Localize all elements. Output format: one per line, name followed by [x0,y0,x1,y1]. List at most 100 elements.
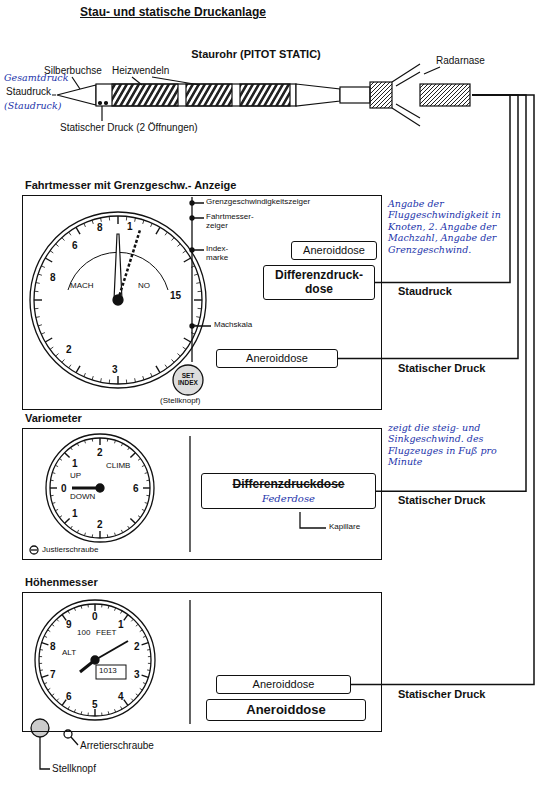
dial-number: 1 [118,619,124,631]
variometer-gauge-part [300,512,326,528]
dial-tick [52,502,55,504]
dial-tick [94,709,95,716]
pitot-probe-part [240,84,290,106]
pitot-probe-part [105,102,108,105]
dial-tick [140,688,143,690]
dial-tick [99,531,100,538]
pitot-probe-node: Staurohr (PITOT STATIC) [40,48,472,130]
dial-tick [65,518,70,523]
variometer-gauge-part [30,546,38,554]
part-label: Silberbuchse [44,65,102,77]
dial-text: 100 [77,628,90,637]
dial-tick [177,244,180,247]
dial-number: 6 [72,240,78,252]
dial-tick [45,338,52,342]
dial-tick [121,530,122,533]
dial-tick [194,299,202,300]
pitot-probe-part [370,82,392,108]
airspeed-gauge-part [190,201,194,205]
dial-tick [55,509,58,510]
pitot-probe-part [392,64,420,126]
dial-tick [87,713,88,716]
box-label: Differenzdruckdose [208,477,369,491]
airspeed-gauge-part [118,230,140,300]
dial-tick [146,480,149,481]
dial-tick [143,636,146,637]
dial-number: 7 [50,669,56,681]
dial-tick [142,675,149,677]
handwritten-note: zeigt die steig- und Sinkgeschwind. des … [388,422,504,468]
instrument-panel: Fahrtmesser mit Grenzgeschw.- AnzeigeAne… [22,195,382,410]
dial-tick [52,624,54,626]
airspeed-gauge-part [173,365,203,395]
dial-tick [39,663,42,664]
dial-tick [68,611,69,614]
dial-tick [71,526,73,528]
part-label: Arretierschraube [80,740,154,752]
part-label: Kapillare [329,522,360,531]
dial-tick [101,604,102,607]
pitot-probe-part [99,102,102,105]
dial-number: 0 [61,483,67,495]
dial-tick [34,308,38,309]
dial-tick [48,630,51,632]
dial-number: 2 [66,344,72,356]
box-label: Aneroiddose [212,702,360,718]
page-title: Stau- und statische Druckanlage [80,6,266,20]
capsule-box: DifferenzdruckdoseFederdose [201,473,376,509]
dial-tick [126,216,127,220]
line-label: Statischer Druck [396,688,487,700]
dial-tick [140,630,143,632]
pressure-line [375,95,510,282]
altimeter-gauge-part [39,604,151,716]
dial-tick [71,448,73,450]
dial-tick [121,443,122,446]
dial-tick [130,518,135,523]
dial-tick [68,706,69,709]
dial-tick [40,669,43,671]
dial-tick [77,443,78,446]
dial-tick [198,291,202,292]
pressure-line [338,95,518,359]
part-label: Index- marke [206,244,246,262]
dial-tick [196,316,200,318]
line-label: Statischer Druck [396,494,487,506]
pitot-probe-part [96,84,296,106]
dial-tick [143,487,150,488]
variometer-gauge-part [46,434,154,542]
variometer-gauge-part [189,436,190,552]
dial-tick [138,516,140,518]
dial-tick [45,258,52,262]
dial-text: MACH [70,281,94,290]
dial-tick [134,378,136,382]
dial-tick [121,611,122,614]
dial-tick [121,706,122,709]
section-heading: Höhenmesser [25,576,98,588]
dial-tick [92,534,93,537]
part-label: Machskala [214,320,252,329]
variometer-gauge-part [31,549,37,550]
pitot-probe-part [340,87,370,103]
dial-tick [143,683,146,684]
dial-tick [36,316,40,318]
dial-tick [177,354,180,357]
dial-tick [50,251,53,253]
dial-tick [146,495,149,496]
line-label: Statischer Druck [396,362,487,374]
knob-label: SET INDEX [175,372,201,386]
dial-tick [184,338,191,342]
counter-digits: 1013 [99,666,117,675]
handwritten-note: Angabe der Fluggeschwindigkeit in Knoten… [388,198,504,255]
dial-text: ALT [62,648,76,657]
dial-number: 6 [66,691,72,703]
dial-number: 1 [127,221,133,233]
dial-number: 9 [66,619,72,631]
dial-tick [143,376,144,380]
dial-tick [147,649,150,651]
box-label: Aneroiddose [297,244,371,257]
part-label: Heizwendeln [112,65,169,77]
dial-number: 1 [72,458,78,470]
dial-tick [145,472,148,474]
dial-number: 5 [92,699,98,711]
